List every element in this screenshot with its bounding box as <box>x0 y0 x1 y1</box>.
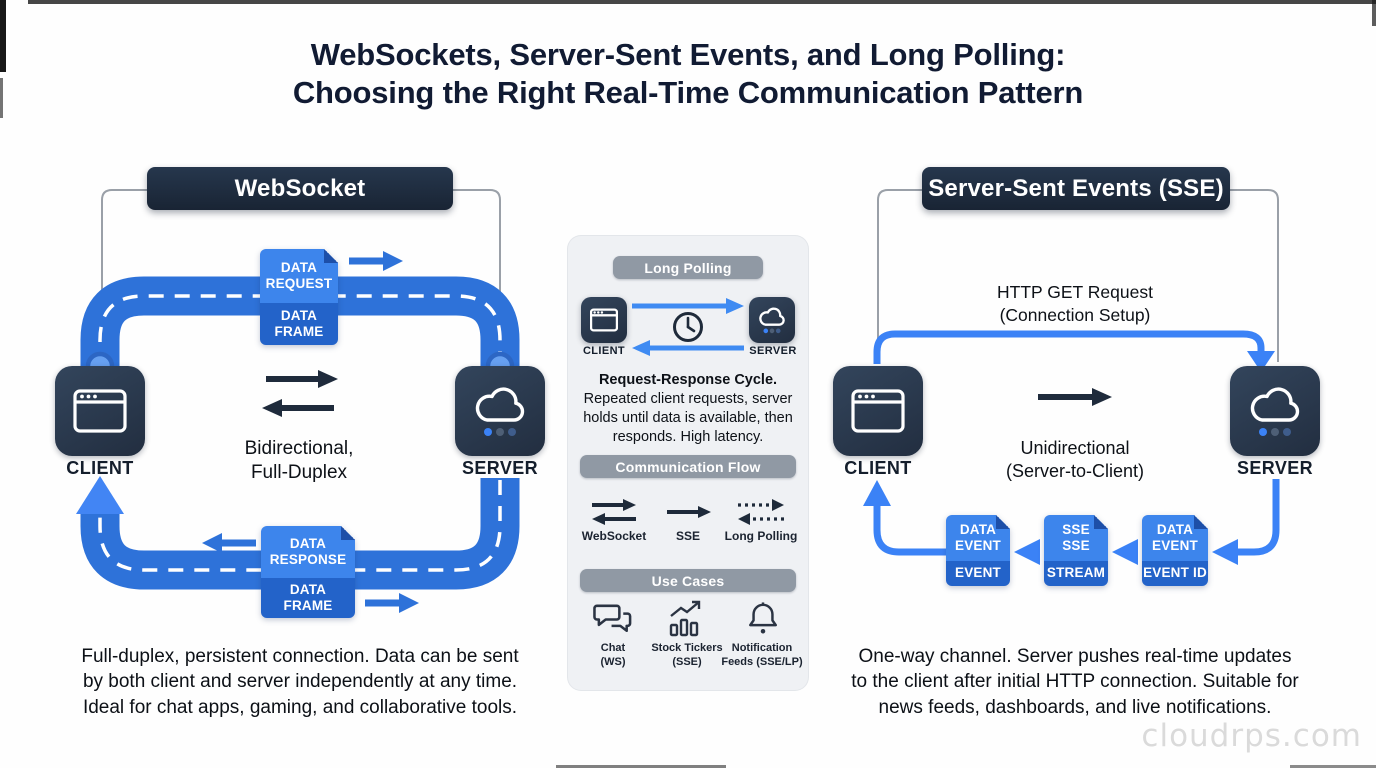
browser-icon <box>73 389 127 433</box>
data-request-arrow-icon <box>349 251 403 271</box>
caption-line: One-way channel. Server pushes real-time… <box>858 646 1292 667</box>
long-polling-caption: Request-Response Cycle. Repeated client … <box>578 371 798 446</box>
up-arrowhead-icon <box>76 476 124 514</box>
cloud-icon <box>475 387 525 436</box>
long-polling-client-label: CLIENT <box>582 345 626 357</box>
websocket-server-label: SERVER <box>461 458 539 478</box>
long-polling-server-label: SERVER <box>749 345 797 357</box>
watermark: cloudrps.com <box>1141 718 1362 754</box>
caption-line: by both client and server independently … <box>82 671 518 693</box>
use-cases-pill: Use Cases <box>580 569 796 592</box>
data-frame-label: DATA FRAME <box>260 303 338 345</box>
edge-artifact <box>1290 765 1376 768</box>
folded-corner-icon <box>324 249 338 263</box>
data-response-arrow-icon <box>202 533 256 553</box>
caption-line: responds. High latency. <box>612 428 764 445</box>
data-frame-arrow-icon <box>365 593 419 613</box>
sse-client-node <box>833 366 923 456</box>
title-line-1: WebSockets, Server-Sent Events, and Long… <box>310 37 1066 72</box>
sse-flow-icon <box>667 506 711 518</box>
websocket-header: WebSocket <box>147 167 453 210</box>
caption-line: to the client after initial HTTP connect… <box>851 671 1299 693</box>
sse-event-box-3: DATA EVENT EVENT ID <box>1142 515 1208 586</box>
stream-label: STREAM <box>1044 561 1108 586</box>
http-get-label: HTTP GET Request (Connection Setup) <box>925 281 1225 327</box>
edge-artifact <box>0 78 3 118</box>
data-event-label: DATA EVENT <box>1142 515 1208 561</box>
websocket-client-label: CLIENT <box>66 458 134 478</box>
use-case-label-stock: Stock Tickers (SSE) <box>651 642 723 669</box>
mode-line: Bidirectional, <box>244 438 354 459</box>
sse-client-label: CLIENT <box>844 458 912 478</box>
sse-bracket <box>877 189 1279 362</box>
chat-icon <box>593 604 632 632</box>
long-polling-client-node <box>581 297 627 343</box>
websocket-flow-icon <box>592 499 636 525</box>
event-id-label: EVENT ID <box>1142 561 1208 586</box>
folded-corner-icon <box>341 526 355 540</box>
cloud-icon <box>759 307 785 334</box>
websocket-mode-text: Bidirectional, Full-Duplex <box>174 437 424 486</box>
use-case-label-notifications: Notification Feeds (SSE/LP) <box>721 642 803 669</box>
event-label: EVENT <box>946 561 1010 586</box>
caption-line: Repeated client requests, server <box>583 390 793 407</box>
http-line: (Connection Setup) <box>999 304 1151 325</box>
sse-caption: One-way channel. Server pushes real-time… <box>830 644 1320 720</box>
communication-flow-pill: Communication Flow <box>580 455 796 478</box>
title-line-2: Choosing the Right Real-Time Communicati… <box>292 75 1084 111</box>
long-polling-pill: Long Polling <box>613 256 763 279</box>
sse-mode-text: Unidirectional (Server-to-Client) <box>950 437 1200 483</box>
unidirectional-arrow-icon <box>1038 388 1112 406</box>
clock-icon <box>673 312 703 342</box>
websocket-server-node <box>455 366 545 456</box>
up-arrowhead-icon <box>863 480 891 506</box>
stock-tickers-icon <box>669 600 701 637</box>
browser-icon <box>590 308 618 332</box>
use-case-label-chat: Chat (WS) <box>600 642 626 669</box>
folded-corner-icon <box>1194 515 1208 529</box>
long-polling-server-node <box>749 297 795 343</box>
long-polling-cycle-arrows <box>632 298 744 356</box>
data-frame-label: DATA FRAME <box>261 578 355 618</box>
http-line: HTTP GET Request <box>997 282 1153 302</box>
sse-get-request-path <box>873 330 1275 372</box>
caption-bold-line: Request-Response Cycle. <box>598 372 778 388</box>
page-title: WebSockets, Server-Sent Events, and Long… <box>0 36 1376 113</box>
data-event-label: DATA EVENT <box>946 515 1010 561</box>
sse-server-label: SERVER <box>1236 458 1314 478</box>
data-response-box: DATA RESPONSE DATA FRAME <box>261 526 355 618</box>
mode-line: Full-Duplex <box>250 462 348 484</box>
left-arrowhead-icon <box>632 340 650 356</box>
flow-label-sse: SSE <box>675 529 700 543</box>
edge-artifact <box>556 765 726 768</box>
edge-artifact <box>0 0 6 72</box>
caption-line: Ideal for chat apps, gaming, and collabo… <box>82 696 518 718</box>
flow-label-long-polling: Long Polling <box>724 529 798 543</box>
flow-label-websocket: WebSocket <box>581 529 647 543</box>
long-polling-flow-icon <box>738 499 784 525</box>
folded-corner-icon <box>996 515 1010 529</box>
notification-bell-icon <box>749 602 777 634</box>
sse-header: Server-Sent Events (SSE) <box>922 167 1230 210</box>
sse-server-node <box>1230 366 1320 456</box>
websocket-caption: Full-duplex, persistent connection. Data… <box>55 644 545 720</box>
edge-artifact <box>1372 0 1376 26</box>
websocket-client-node <box>55 366 145 456</box>
caption-line: Full-duplex, persistent connection. Data… <box>81 646 519 667</box>
mode-line: (Server-to-Client) <box>1005 461 1145 482</box>
caption-line: holds until data is available, then <box>583 409 793 426</box>
data-request-box: DATA REQUEST DATA FRAME <box>260 249 338 345</box>
folded-corner-icon <box>1094 515 1108 529</box>
sse-event-box-2: SSE SSE STREAM <box>1044 515 1108 586</box>
bidirectional-arrows-icon <box>262 370 338 417</box>
browser-icon <box>851 389 905 433</box>
sse-event-box-1: DATA EVENT EVENT <box>946 515 1010 586</box>
right-arrowhead-icon <box>726 298 744 314</box>
cloud-icon <box>1250 387 1300 436</box>
caption-line: news feeds, dashboards, and live notific… <box>878 696 1272 718</box>
edge-artifact <box>28 0 1376 4</box>
mode-line: Unidirectional <box>1020 438 1130 458</box>
